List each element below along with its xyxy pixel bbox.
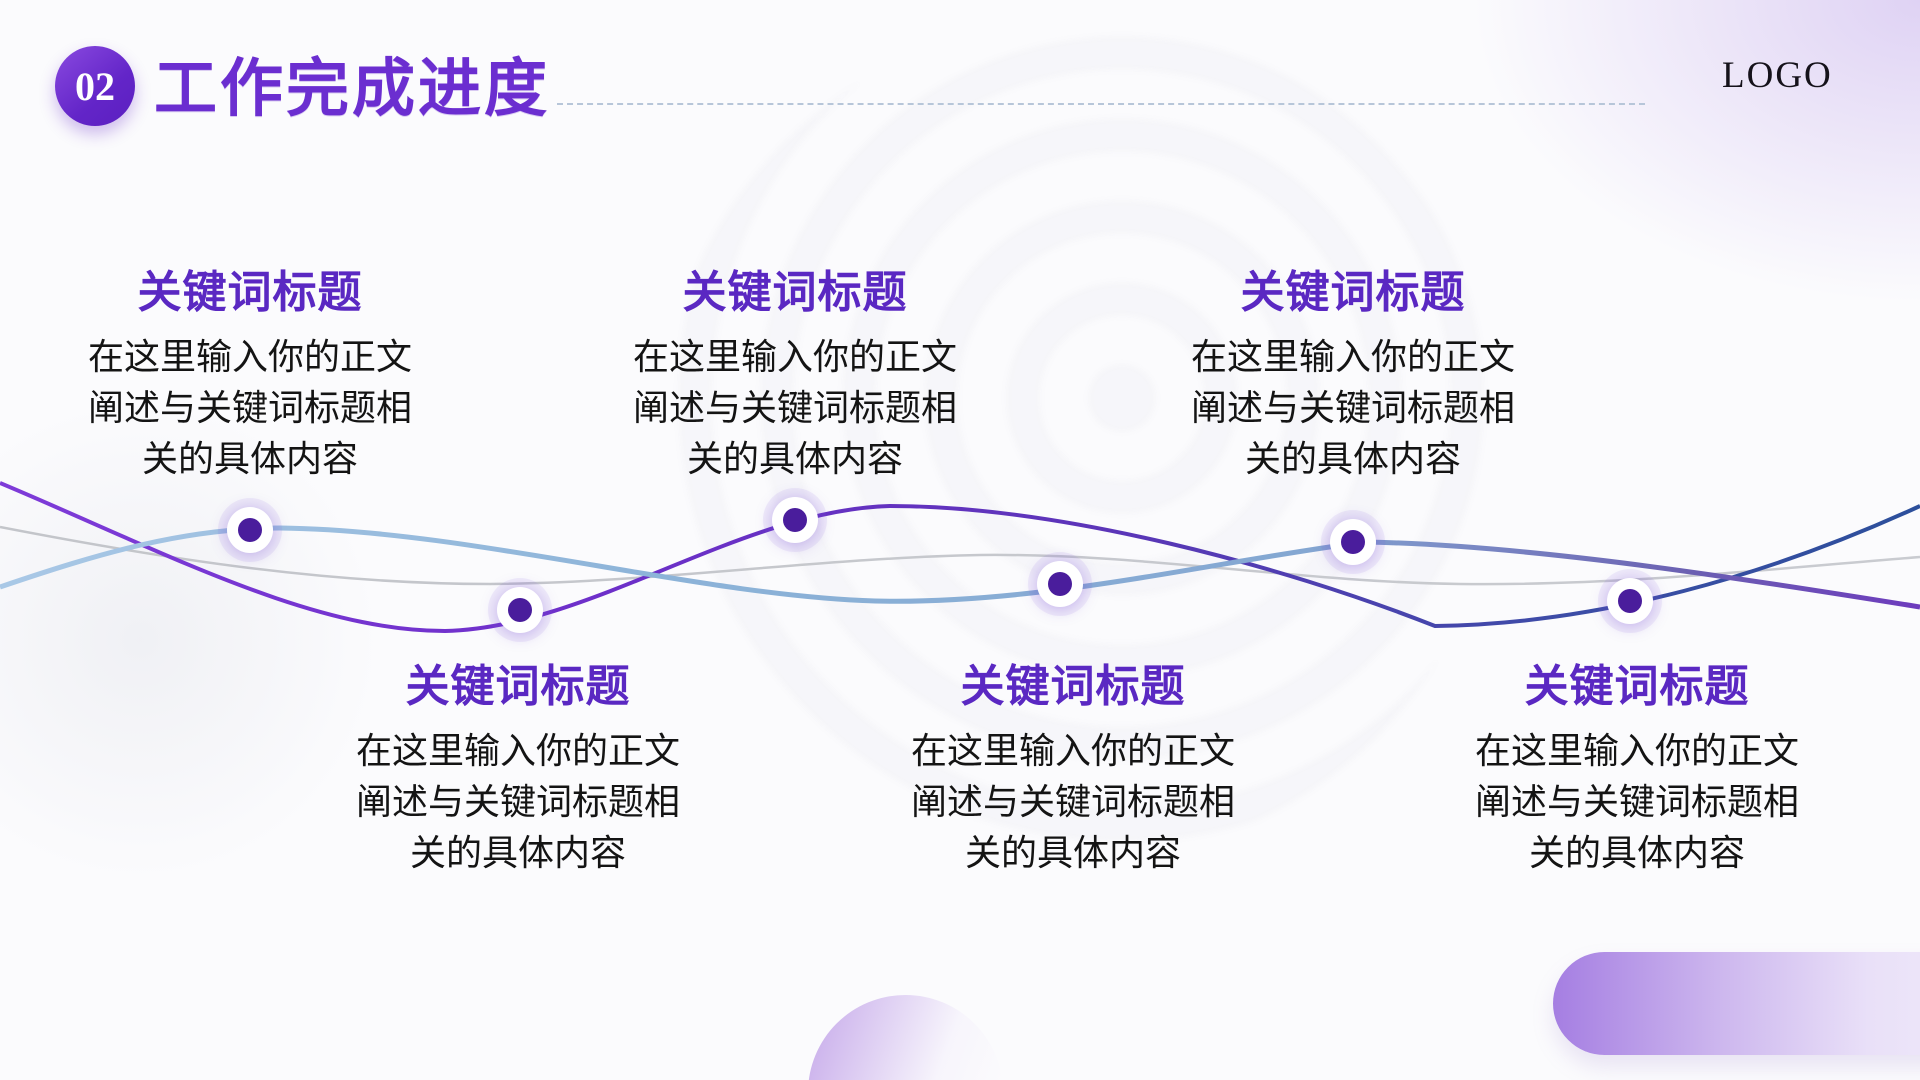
decorative-gradient-circle [808, 995, 1003, 1080]
keyword-block-text-line: 在这里输入你的正文 [355, 731, 680, 771]
node-dot-icon [783, 508, 807, 532]
keyword-block-text-line: 关的具体内容 [964, 833, 1181, 873]
title-dashed-divider [557, 103, 1645, 105]
keyword-block-text-line: 阐述与关键词标题相 [910, 782, 1235, 822]
keyword-block-text-line: 在这里输入你的正文 [632, 337, 957, 377]
keyword-block-text-line: 关的具体内容 [141, 439, 358, 479]
keyword-block-text-line: 阐述与关键词标题相 [1190, 388, 1515, 428]
keyword-block-text-line: 在这里输入你的正文 [1190, 337, 1515, 377]
keyword-block-text-line: 在这里输入你的正文 [87, 337, 412, 377]
keyword-block-title: 关键词标题 [960, 662, 1186, 711]
section-number-badge: 02 [55, 46, 135, 126]
keyword-block-3: 关键词标题 在这里输入你的正文 阐述与关键词标题相 关的具体内容 [1143, 256, 1563, 485]
keyword-block-title: 关键词标题 [137, 268, 363, 317]
keyword-block-text-line: 阐述与关键词标题相 [1474, 782, 1799, 822]
keyword-block-6: 关键词标题 在这里输入你的正文 阐述与关键词标题相 关的具体内容 [1427, 650, 1847, 879]
node-dot-icon [238, 518, 262, 542]
wave-gray [0, 525, 1920, 586]
keyword-block-text-line: 关的具体内容 [686, 439, 903, 479]
keyword-block-5: 关键词标题 在这里输入你的正文 阐述与关键词标题相 关的具体内容 [863, 650, 1283, 879]
page-title: 工作完成进度 [154, 54, 550, 124]
section-number: 02 [75, 63, 115, 109]
node-dot-icon [508, 598, 532, 622]
keyword-block-text-line: 阐述与关键词标题相 [355, 782, 680, 822]
keyword-block-text-line: 关的具体内容 [1528, 833, 1745, 873]
keyword-block-2: 关键词标题 在这里输入你的正文 阐述与关键词标题相 关的具体内容 [585, 256, 1005, 485]
keyword-block-text-line: 在这里输入你的正文 [910, 731, 1235, 771]
decorative-gradient-pill [1553, 952, 1920, 1055]
node-dot-icon [1618, 589, 1642, 613]
timeline-node-5 [1330, 519, 1376, 565]
logo-text: LOGO [1722, 55, 1833, 96]
keyword-block-title: 关键词标题 [682, 268, 908, 317]
timeline-node-6 [1607, 578, 1653, 624]
keyword-block-4: 关键词标题 在这里输入你的正文 阐述与关键词标题相 关的具体内容 [308, 650, 728, 879]
keyword-block-title: 关键词标题 [1524, 662, 1750, 711]
keyword-block-text-line: 阐述与关键词标题相 [87, 388, 412, 428]
timeline-node-1 [227, 507, 273, 553]
keyword-block-text-line: 阐述与关键词标题相 [632, 388, 957, 428]
timeline-node-3 [772, 497, 818, 543]
keyword-block-text-line: 关的具体内容 [409, 833, 626, 873]
keyword-block-1: 关键词标题 在这里输入你的正文 阐述与关键词标题相 关的具体内容 [40, 256, 460, 485]
keyword-block-title: 关键词标题 [1240, 268, 1466, 317]
timeline-node-4 [1037, 561, 1083, 607]
node-dot-icon [1341, 530, 1365, 554]
keyword-block-text-line: 关的具体内容 [1244, 439, 1461, 479]
timeline-node-2 [497, 587, 543, 633]
keyword-block-text-line: 在这里输入你的正文 [1474, 731, 1799, 771]
keyword-block-title: 关键词标题 [405, 662, 631, 711]
node-dot-icon [1048, 572, 1072, 596]
